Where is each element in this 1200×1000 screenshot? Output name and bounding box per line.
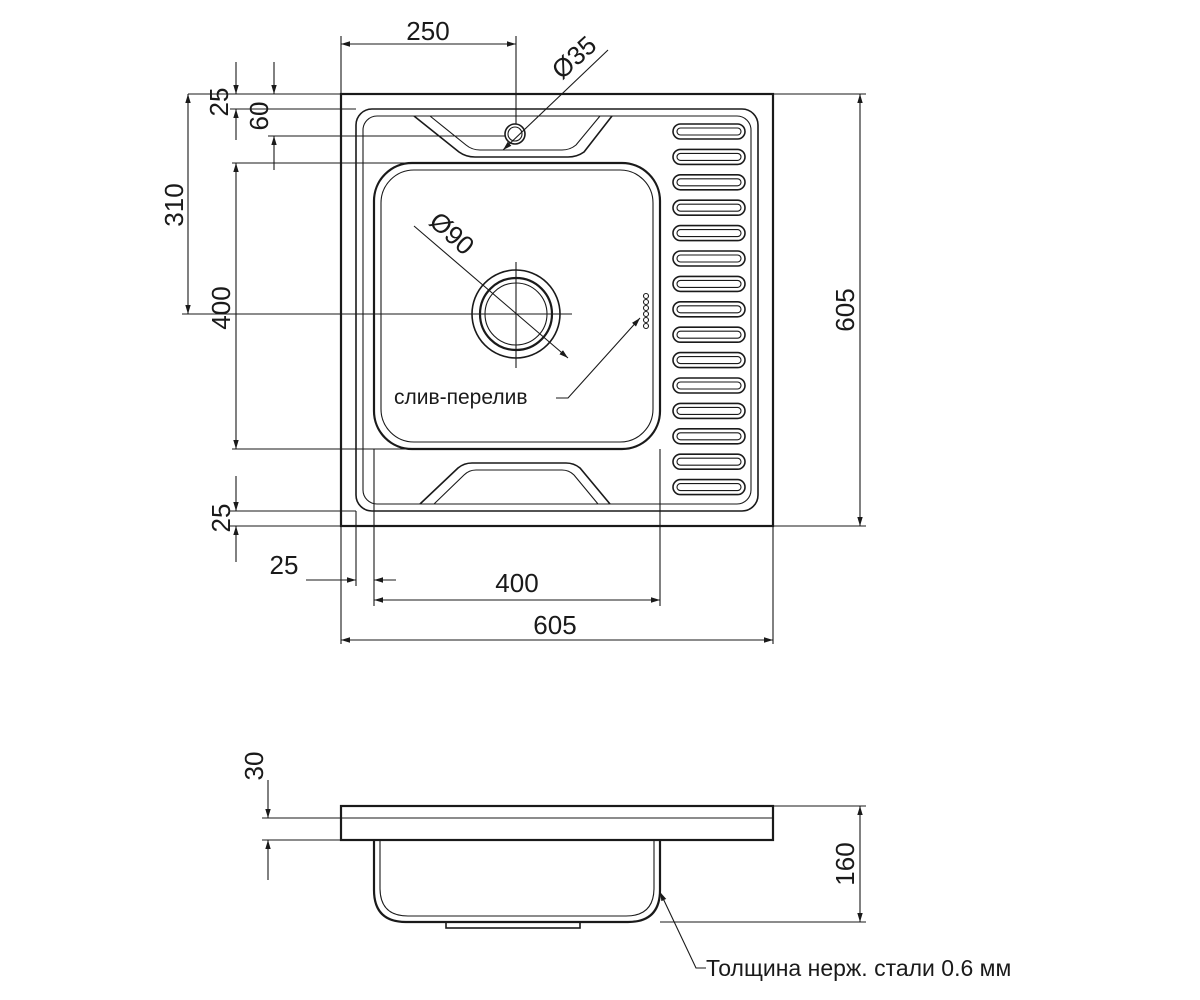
drainboard-rib-inner (676, 381, 742, 390)
dim-dia-35: Ø35 (546, 30, 603, 85)
drainboard-rib (672, 174, 746, 191)
side-rim (339, 804, 775, 842)
drainboard-rib (672, 326, 746, 344)
drainboard-ribs (672, 123, 746, 496)
dim-605-bottom: 605 (533, 610, 576, 640)
drainboard-rib (672, 123, 746, 140)
dim-400-horizontal: 400 (495, 568, 538, 598)
dim-250: 250 (406, 16, 449, 46)
sink-inner-rim (355, 108, 759, 512)
dim-60: 60 (244, 102, 274, 131)
dim-310: 310 (159, 183, 189, 226)
side-bowl-inner (379, 840, 655, 917)
drainboard-rib (672, 427, 746, 445)
drainboard-rib (672, 300, 746, 318)
faucet-hole-inner (507, 126, 523, 142)
bottom-recess-inner (433, 469, 599, 505)
drainboard-rib-inner (676, 406, 742, 415)
dim-605-right: 605 (830, 288, 860, 331)
drainboard-rib-inner (676, 203, 742, 212)
drainboard-rib-inner (676, 229, 742, 238)
drain-overflow-label: слив-перелив (394, 386, 528, 409)
side-drain (445, 921, 581, 929)
drainboard-rib (672, 148, 746, 166)
bowl-outline-inner (380, 169, 654, 443)
side-bowl (372, 840, 662, 924)
drainboard-rib-inner (676, 305, 742, 314)
drainboard-rib (672, 453, 746, 471)
faucet-recess-inner (429, 115, 601, 151)
drainboard-rib (672, 224, 746, 242)
dim-30: 30 (239, 752, 269, 781)
dim-400-vertical: 400 (206, 286, 236, 329)
drainboard-rib (672, 351, 746, 369)
drainboard-rib (672, 478, 746, 496)
drainboard-rib-inner (676, 483, 742, 492)
dim-dia-90: Ø90 (424, 206, 481, 261)
sink-inner-rim-2 (362, 115, 752, 505)
drainboard-rib (672, 377, 746, 394)
drainboard-rib (672, 402, 746, 420)
sink-outer-outline (339, 92, 775, 528)
faucet-hole (504, 123, 526, 145)
steel-thickness-note: Толщина нерж. стали 0.6 мм (706, 955, 1011, 981)
drainboard-rib (672, 250, 746, 267)
drainboard-rib-inner (676, 279, 742, 288)
dim-25-bottom: 25 (206, 504, 236, 533)
drainboard-rib (672, 275, 746, 293)
drainboard-rib (672, 199, 746, 216)
drainboard-rib-inner (676, 152, 742, 161)
drainboard-rib-inner (676, 457, 742, 466)
drainboard-rib-inner (676, 254, 742, 263)
sink-side-view (262, 780, 866, 969)
dim-25-top: 25 (204, 88, 234, 117)
bowl-outline (372, 161, 662, 451)
overflow-holes (642, 292, 650, 330)
drainboard-rib-inner (676, 178, 742, 187)
sink-top-view (339, 92, 775, 528)
bottom-recess (419, 462, 611, 505)
dim-25-horizontal: 25 (270, 550, 299, 580)
drainboard-rib-inner (676, 432, 742, 441)
drainboard-rib-inner (676, 356, 742, 365)
drainboard-rib-inner (676, 330, 742, 339)
dim-160: 160 (830, 842, 860, 885)
dimension-lines (182, 36, 866, 644)
faucet-recess (413, 115, 613, 158)
drainboard-rib-inner (676, 127, 742, 136)
